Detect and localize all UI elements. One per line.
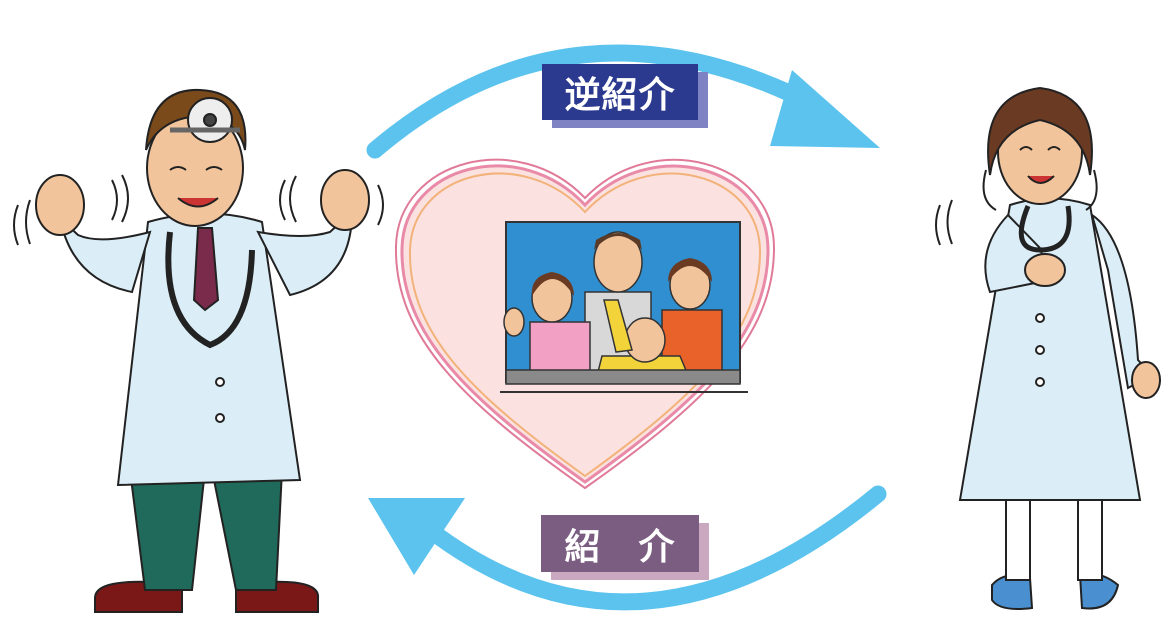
family-picture [500, 221, 748, 393]
female-doctor-figure [935, 86, 1161, 610]
top-arrow [366, 44, 880, 159]
daughter-figure [503, 272, 591, 373]
male-doctor-figure [13, 88, 384, 613]
referral-label: 紹 介 [541, 515, 699, 572]
bottom-arrow [368, 485, 887, 611]
son-figure [595, 299, 692, 381]
reverse-referral-label: 逆紹介 [542, 64, 698, 120]
